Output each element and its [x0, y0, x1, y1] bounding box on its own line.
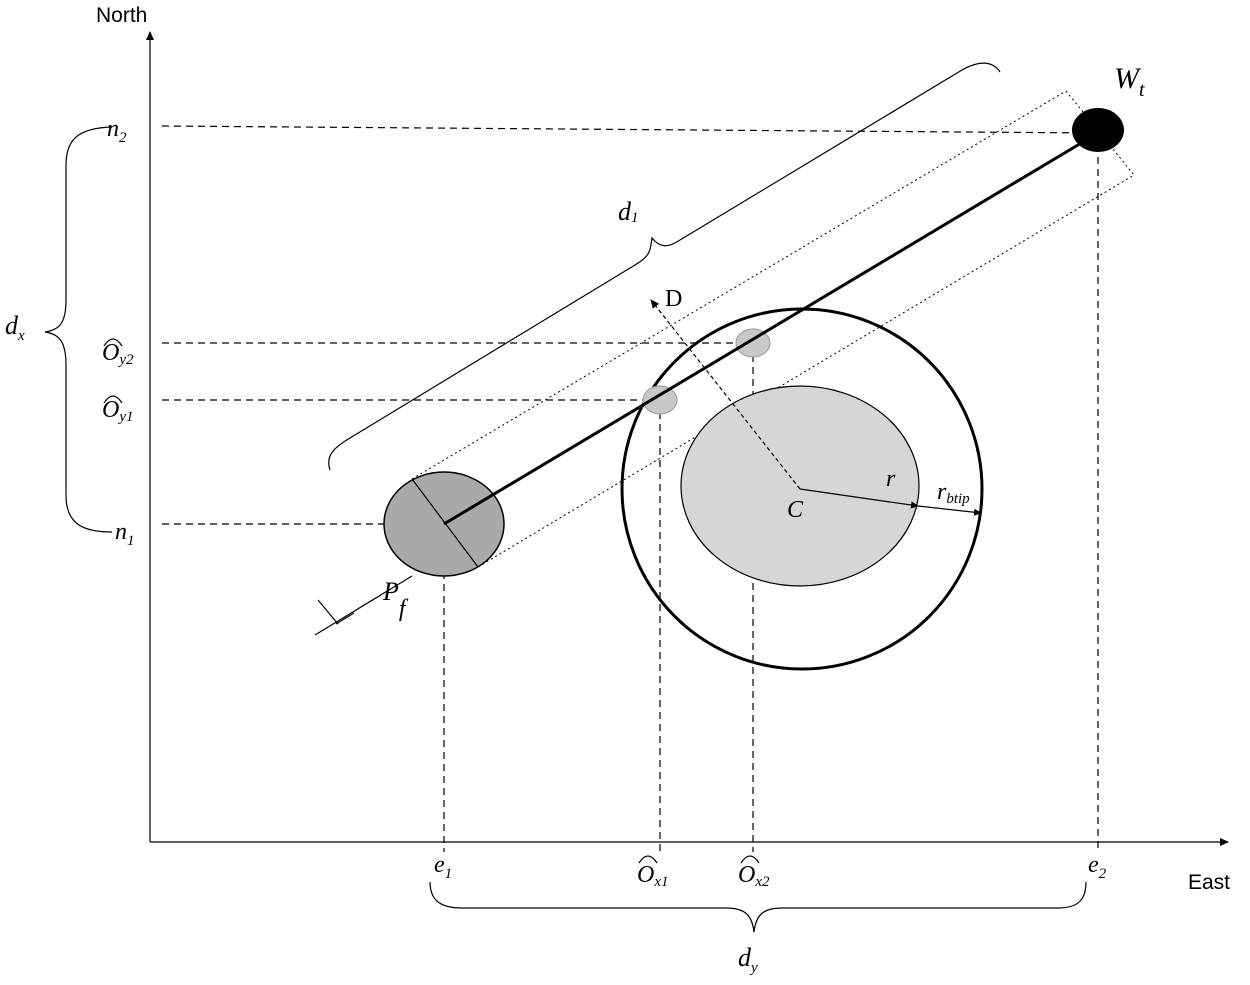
obstacle-body [680, 385, 920, 587]
label-rbtip: rbtip [937, 479, 970, 507]
distance-D-arrow [650, 299, 801, 490]
hat-oy2 [103, 338, 123, 347]
label-ox1: Ox1 [637, 862, 669, 890]
label-dy: dy [738, 943, 758, 976]
label-e1: e1 [434, 852, 452, 882]
robot-width-mark [314, 575, 413, 636]
label-e2: e2 [1088, 852, 1107, 882]
corridor-far-end [1065, 90, 1135, 176]
label-n2: n2 [107, 116, 127, 146]
brace-dy [429, 881, 1087, 933]
math-labels: n2 n1 Oy2 Oy1 dx e1 Ox1 Ox2 e2 dy Wt Pf … [5, 62, 1145, 976]
width-mark-line [314, 575, 413, 636]
path-line [443, 131, 1099, 526]
path-corridor [411, 90, 1135, 568]
label-n1: n1 [115, 519, 135, 549]
hat-oy1 [103, 395, 123, 404]
label-dx: dx [5, 311, 25, 344]
target-wt [1072, 108, 1124, 152]
label-C: C [787, 497, 804, 523]
label-oy2: Oy2 [102, 340, 134, 368]
radius-r-arrow [799, 488, 919, 509]
corridor-lower-edge [477, 174, 1135, 568]
brace-dx [44, 126, 113, 533]
hat-ox2 [740, 855, 760, 864]
width-mark-tick-right [335, 612, 355, 625]
label-pf: Pf [382, 577, 409, 622]
intersection-point-2 [735, 328, 771, 358]
intersection-point-1 [642, 385, 678, 415]
label-oy1: Oy1 [102, 397, 134, 425]
label-D: D [665, 286, 682, 312]
label-ox2: Ox2 [738, 862, 770, 890]
label-d1: d1 [618, 197, 639, 226]
radius-rbtip-arrow [917, 505, 982, 516]
corridor-upper-edge [411, 90, 1067, 480]
north-axis-label: North [96, 4, 147, 27]
n2-projection [161, 125, 1099, 134]
label-wt: Wt [1114, 62, 1145, 101]
projection-lines [161, 125, 1099, 852]
east-axis-label: East [1188, 871, 1230, 894]
hat-ox1 [638, 855, 658, 864]
width-mark-tick-left [317, 599, 339, 625]
brace-d1 [328, 62, 1001, 471]
label-r: r [886, 466, 896, 492]
